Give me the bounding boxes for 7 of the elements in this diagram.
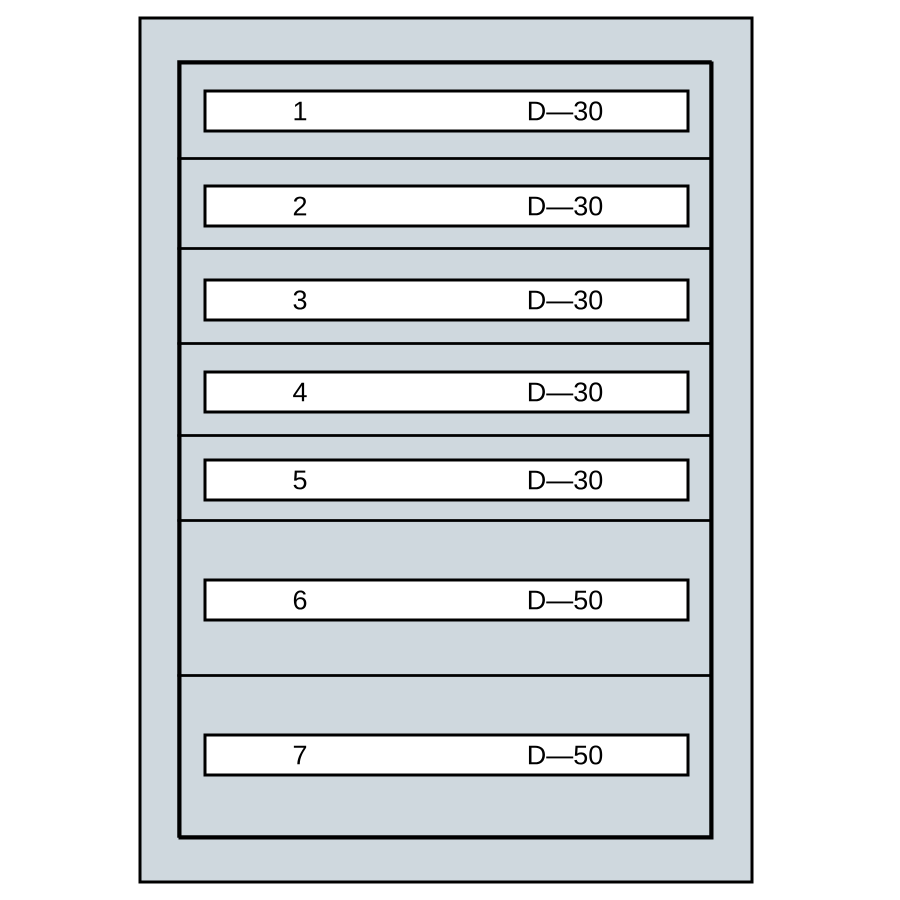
drawer: 2 D—30 <box>177 157 712 250</box>
drawer: 6 D—50 <box>177 519 712 677</box>
drawer: 4 D—30 <box>177 342 712 437</box>
drawer: 1 D—30 <box>177 60 712 160</box>
drawer: 3 D—30 <box>177 247 712 345</box>
drawer: 5 D—30 <box>177 434 712 522</box>
drawer: 7 D—50 <box>177 674 712 838</box>
